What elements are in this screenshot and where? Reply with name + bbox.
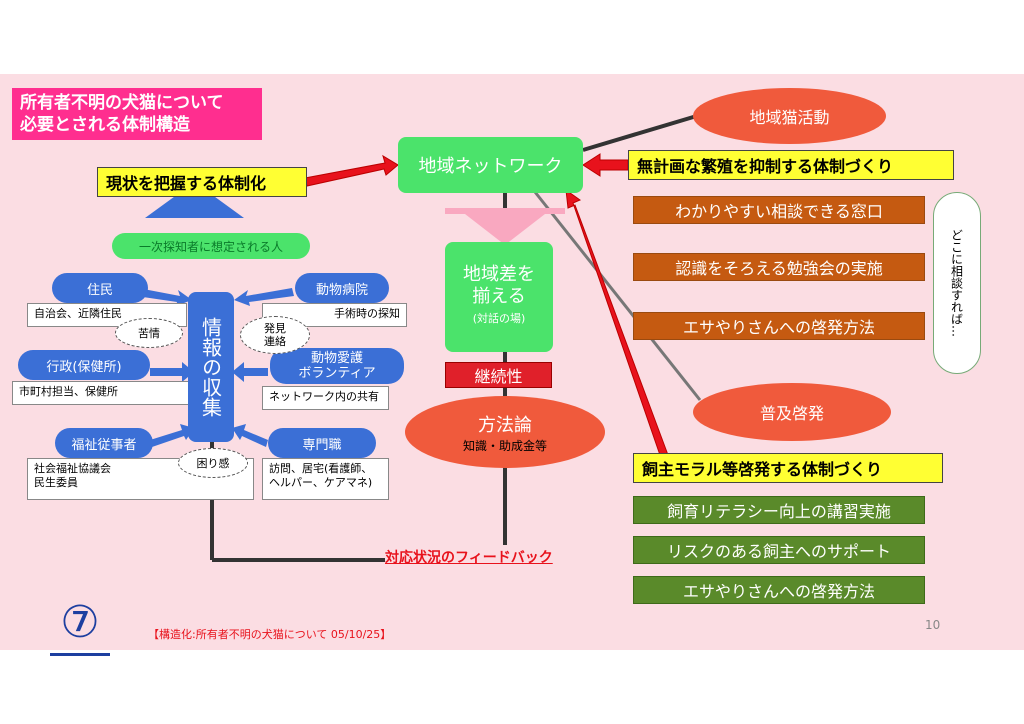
orange-item-3: エサやりさんへの啓発方法	[633, 312, 925, 340]
source-fukushi: 福祉従事者	[55, 428, 153, 458]
source-jumin: 住民	[52, 273, 148, 303]
olive-item-1: 飼育リテラシー向上の講習実施	[633, 496, 925, 524]
hakken-line1: 発見	[264, 322, 286, 335]
note-hakken: 発見 連絡	[240, 316, 310, 354]
note-kujo: 苦情	[115, 318, 183, 348]
arrow-owner-to-network	[565, 188, 669, 459]
source-gyosei: 行政(保健所)	[18, 350, 150, 380]
side-note: どこに相談すれば…	[933, 192, 981, 374]
houhou-sub: 知識・助成金等	[462, 438, 547, 453]
center-collect-label: 情報の収集	[198, 317, 223, 417]
olive-item-3: エサやりさんへの啓発方法	[633, 576, 925, 604]
title-line2: 必要とされる体制構造	[20, 115, 190, 135]
chiikisa-sub: (対話の場)	[472, 312, 526, 325]
olive-item-2: リスクのある飼主へのサポート	[633, 536, 925, 564]
arrow-muke-to-network	[582, 153, 629, 177]
muke-box: 無計画な繁殖を抑制する体制づくり	[628, 150, 954, 180]
keizoku-box: 継続性	[445, 362, 552, 388]
chiikisa-line1: 地域差を	[463, 264, 535, 285]
arrow-gyosei	[150, 362, 194, 382]
owner-box: 飼主モラル等啓発する体制づくり	[633, 453, 943, 483]
fukushi-line1: 社会福祉協議会	[34, 462, 111, 475]
source-gyosei-detail: 市町村担当、保健所	[12, 381, 190, 405]
first-finder-pill: 一次探知者に想定される人	[112, 233, 310, 259]
volunteer-line1: 動物愛護	[310, 351, 363, 366]
grasp-box: 現状を把握する体制化	[97, 167, 307, 197]
arrow-professional	[232, 424, 268, 447]
professional-line2: ヘルパー、ケアマネ)	[269, 476, 373, 489]
line-network-chiikineko	[582, 113, 701, 152]
circle-number: ⑦	[50, 598, 110, 656]
houhou-title: 方法論	[478, 414, 532, 436]
hakken-line2: 連絡	[264, 335, 286, 348]
houhou-ellipse: 方法論 知識・助成金等	[405, 396, 605, 468]
arrow-up-icon	[145, 194, 244, 218]
side-note-text: どこに相談すれば…	[949, 229, 964, 337]
center-collect: 情報の収集	[188, 292, 234, 442]
network-box: 地域ネットワーク	[398, 137, 583, 193]
slide-title: 所有者不明の犬猫について 必要とされる体制構造	[12, 88, 262, 140]
line-network-fukyu	[533, 191, 702, 401]
arrow-fukushi	[150, 424, 194, 447]
fukyu-ellipse: 普及啓発	[693, 383, 891, 441]
note-komari: 困り感	[178, 448, 248, 478]
footer-label: 【構造化:所有者不明の犬猫について 05/10/25】	[148, 628, 392, 641]
title-line1: 所有者不明の犬猫について	[20, 93, 224, 113]
arrow-grasp-to-network	[304, 154, 399, 187]
source-volunteer-detail: ネットワーク内の共有	[262, 386, 389, 410]
fukushi-line2: 民生委員	[34, 476, 78, 489]
arrow-jumin	[136, 288, 192, 306]
source-professional: 専門職	[268, 428, 376, 458]
page-number: 10	[925, 618, 941, 632]
arrow-animal-hospital	[234, 288, 294, 306]
chiikineko-ellipse: 地域猫活動	[693, 88, 886, 144]
arrow-volunteer	[232, 362, 268, 382]
volunteer-line2: ボランティア	[298, 366, 376, 381]
chiikisa-line2: 揃える	[472, 286, 526, 307]
arrow-down-icon	[445, 208, 565, 245]
orange-item-2: 認識をそろえる勉強会の実施	[633, 253, 925, 281]
feedback-label: 対応状況のフィードバック	[385, 550, 553, 566]
orange-item-1: わかりやすい相談できる窓口	[633, 196, 925, 224]
source-professional-detail: 訪問、居宅(看護師、 ヘルパー、ケアマネ)	[262, 458, 389, 500]
professional-line1: 訪問、居宅(看護師、	[269, 462, 373, 475]
chiikisa-box: 地域差を 揃える (対話の場)	[445, 242, 553, 352]
source-animal-hospital: 動物病院	[295, 273, 389, 303]
source-volunteer: 動物愛護 ボランティア	[270, 348, 404, 384]
